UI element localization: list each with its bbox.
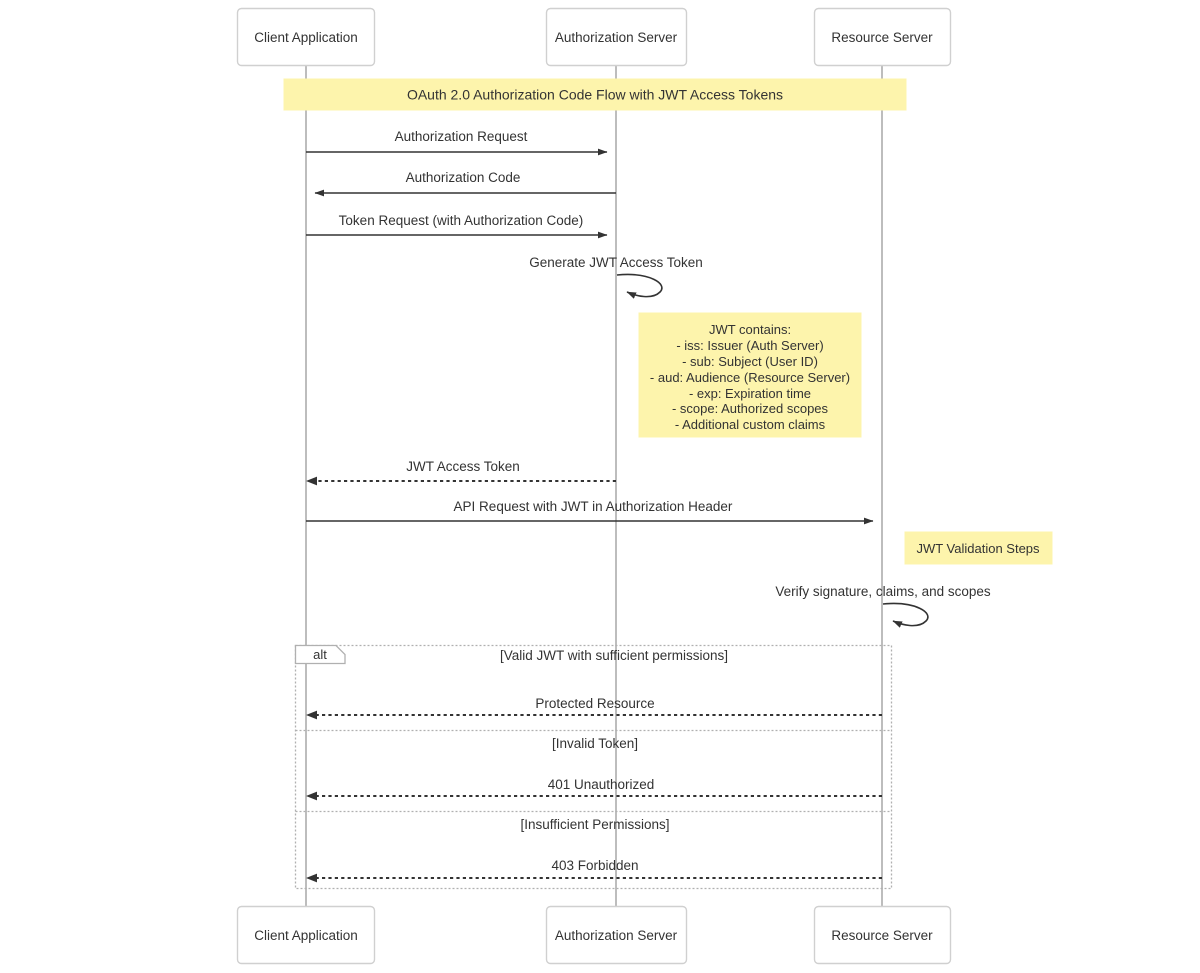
diagram-title: OAuth 2.0 Authorization Code Flow with J… [407,87,783,103]
message-label-403: 403 Forbidden [551,858,638,873]
message-label-jwt-access-token: JWT Access Token [406,459,520,474]
actor-label-authserver-bottom: Authorization Server [555,928,678,943]
actor-box-resourceserver-bottom[interactable] [813,905,952,965]
arrowhead-403 [306,873,317,883]
note-jwt-validation: JWT Validation Steps [904,531,1053,565]
actor-box-authserver-bottom[interactable] [545,905,688,965]
note-line-4: - exp: Expiration time [689,386,811,401]
self-message-loop-generate-jwt [616,273,663,299]
actor-header-client[interactable]: Client Application [236,7,376,67]
message-label-api-request: API Request with JWT in Authorization He… [454,499,733,514]
title-banner-box [283,78,907,111]
alt-fragment-tab [294,644,346,665]
actor-footer-client[interactable]: Client Application [236,905,376,965]
arrowhead-protected-resource [306,710,317,720]
actor-footer-authserver[interactable]: Authorization Server [545,905,688,965]
note-line-6: - Additional custom claims [675,417,826,432]
message-label-verify-signature: Verify signature, claims, and scopes [775,584,991,599]
message-authorization-request: Authorization Request [306,129,608,156]
message-token-request: Token Request (with Authorization Code) [306,213,608,239]
actor-box-client[interactable] [236,7,376,67]
actor-box-authserver[interactable] [545,7,688,67]
message-authorization-code: Authorization Code [314,170,616,197]
actor-label-client: Client Application [254,30,358,45]
actor-footer-resourceserver[interactable]: Resource Server [813,905,952,965]
alt-fragment-operator-label: alt [313,647,327,662]
note-line-2: - sub: Subject (User ID) [682,354,818,369]
actor-header-resourceserver[interactable]: Resource Server [813,7,952,67]
actor-label-authserver: Authorization Server [555,30,678,45]
note-label-jwt-validation: JWT Validation Steps [916,541,1040,556]
self-message-loop-verify-signature [882,602,929,628]
alt-condition-label-insufficient: [Insufficient Permissions] [520,817,669,832]
alt-condition-label-invalid: [Invalid Token] [552,736,638,751]
actor-box-client-bottom[interactable] [236,905,376,965]
message-label-authorization-request: Authorization Request [395,129,528,144]
actor-box-resourceserver[interactable] [813,7,952,67]
message-api-request: API Request with JWT in Authorization He… [306,499,874,525]
note-line-3: - aud: Audience (Resource Server) [650,370,850,385]
alt-condition-label-valid: [Valid JWT with sufficient permissions] [500,648,728,663]
arrowhead-401 [306,791,317,801]
message-jwt-access-token: JWT Access Token [306,459,616,486]
actor-label-resourceserver: Resource Server [831,30,933,45]
note-line-0: JWT contains: [709,322,791,337]
message-label-protected-resource: Protected Resource [535,696,654,711]
message-label-generate-jwt: Generate JWT Access Token [529,255,703,270]
note-line-5: - scope: Authorized scopes [672,401,829,416]
note-box-jwt-contains [638,312,862,438]
actor-label-resourceserver-bottom: Resource Server [831,928,933,943]
actor-label-client-bottom: Client Application [254,928,358,943]
arrowhead-jwt-access-token [306,476,317,486]
note-box-jwt-validation [904,531,1053,565]
message-label-401: 401 Unauthorized [548,777,655,792]
lifelines [305,66,883,906]
note-jwt-contains: JWT contains: - iss: Issuer (Auth Server… [638,312,862,438]
message-generate-jwt: Generate JWT Access Token [529,255,703,299]
message-label-token-request: Token Request (with Authorization Code) [339,213,584,228]
actor-header-authserver[interactable]: Authorization Server [545,7,688,67]
note-line-1: - iss: Issuer (Auth Server) [676,338,823,353]
alt-fragment: alt [Valid JWT with sufficient permissio… [294,644,893,890]
message-label-authorization-code: Authorization Code [406,170,521,185]
alt-fragment-border [294,644,893,890]
message-verify-signature: Verify signature, claims, and scopes [775,584,991,628]
diagram-title-banner: OAuth 2.0 Authorization Code Flow with J… [283,78,907,111]
